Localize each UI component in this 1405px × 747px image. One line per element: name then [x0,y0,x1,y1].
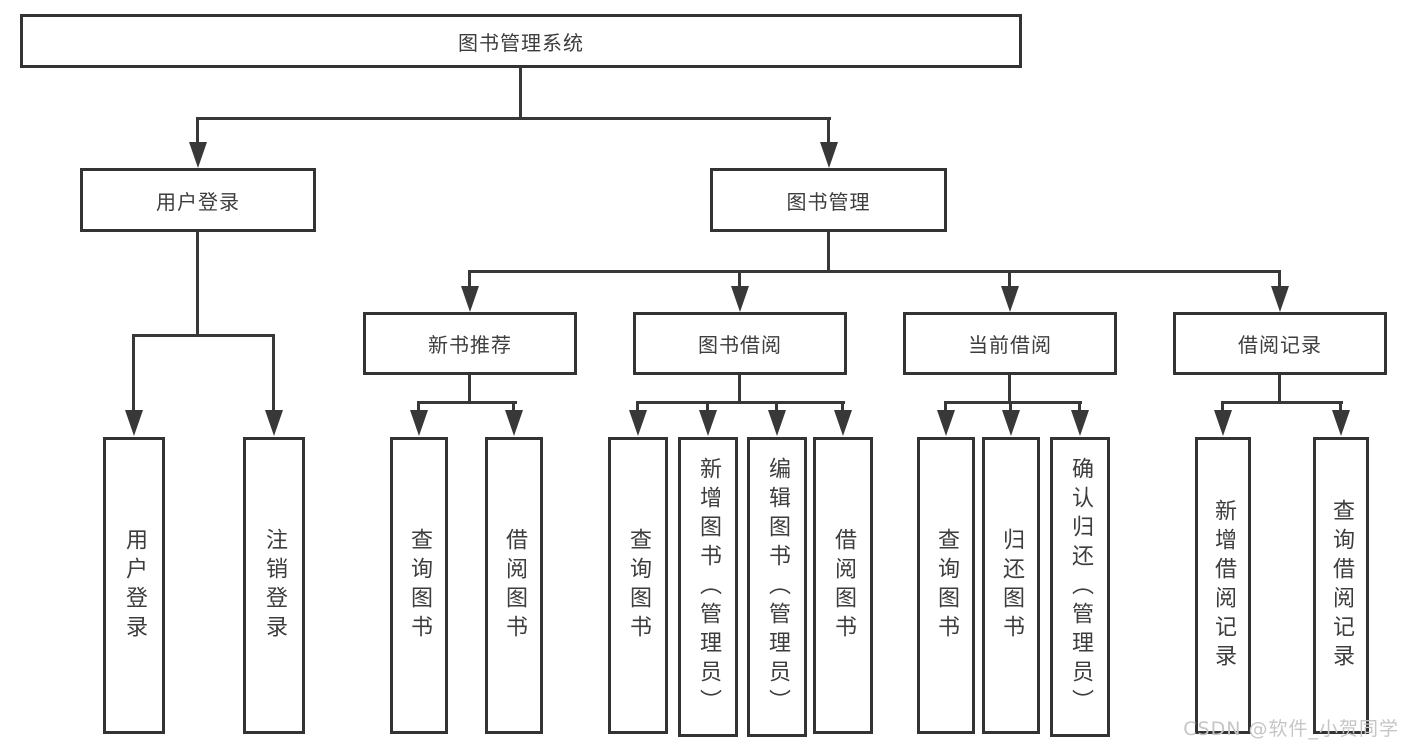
leaf-add-book-admin: 新增图书（管理员） [678,437,738,737]
edge-root-to-user-login [196,117,199,145]
edge-current-borrow-bar [944,401,1082,404]
edge-book-borrow-trunk [738,375,741,403]
edge-book-borrow-bar [636,401,845,404]
leaf-query-books-current-label: 查询图书 [934,527,959,644]
arrowhead-book-management [820,142,838,168]
leaf-query-books-recommend: 查询图书 [390,437,448,734]
arrowhead-leaf-edit-book-admin [768,410,786,436]
node-user-login: 用户登录 [80,168,316,232]
leaf-query-books-borrow-label: 查询图书 [626,527,651,644]
leaf-confirm-return-admin: 确认归还（管理员） [1050,437,1110,737]
edge-to-leaf-add-borrow-record [1221,401,1224,413]
edge-book-management-trunk [827,232,830,272]
arrowhead-leaf-query-books-borrow [629,410,647,436]
arrowhead-leaf-query-books-current [937,410,955,436]
leaf-return-books: 归还图书 [982,437,1040,734]
leaf-confirm-return-admin-label: 确认归还（管理员） [1068,456,1093,718]
arrowhead-leaf-borrow-books [834,410,852,436]
edge-borrow-records-trunk [1278,375,1281,403]
node-root: 图书管理系统 [20,14,1022,68]
node-new-book-recommend: 新书推荐 [363,312,577,375]
leaf-return-books-label: 归还图书 [999,527,1024,644]
arrowhead-book-borrow [731,286,749,312]
edge-to-leaf-confirm-return-admin [1078,401,1081,413]
leaf-logout-label: 注销登录 [262,527,287,644]
leaf-edit-book-admin: 编辑图书（管理员） [747,437,807,737]
leaf-logout: 注销登录 [243,437,305,734]
edge-to-leaf-add-book-admin [706,401,709,413]
leaf-query-books-recommend-label: 查询图书 [407,527,432,644]
arrowhead-leaf-query-books-recommend [410,410,428,436]
leaf-borrow-books-recommend-label: 借阅图书 [502,527,527,644]
edge-to-leaf-borrow-books [841,401,844,413]
edge-root-trunk [519,67,522,119]
node-new-book-recommend-label: 新书推荐 [428,333,512,357]
node-borrow-records: 借阅记录 [1173,312,1387,375]
arrowhead-leaf-borrow-books-recommend [505,410,523,436]
node-root-label: 图书管理系统 [458,30,584,55]
edge-root-to-book-management [827,117,830,145]
leaf-borrow-books-label: 借阅图书 [831,527,856,644]
arrowhead-borrow-records [1271,286,1289,312]
arrowhead-leaf-logout [265,410,283,436]
edge-new-book-recommend-trunk [468,375,471,403]
arrowhead-leaf-confirm-return-admin [1071,410,1089,436]
edge-new-book-recommend-bar [417,401,517,404]
edge-root-bar [196,117,831,120]
edge-to-leaf-query-borrow-record [1339,401,1342,413]
edge-to-leaf-borrow-books-recommend [512,401,515,413]
leaf-edit-book-admin-label: 编辑图书（管理员） [765,456,790,718]
edge-current-borrow-trunk [1008,375,1011,403]
node-current-borrow: 当前借阅 [903,312,1117,375]
leaf-add-borrow-record: 新增借阅记录 [1195,437,1251,734]
arrowhead-leaf-return-books [1002,410,1020,436]
node-book-management-label: 图书管理 [786,189,871,214]
edge-to-borrow-records [1278,270,1281,290]
node-book-borrow-label: 图书借阅 [698,333,782,357]
node-borrow-records-label: 借阅记录 [1238,333,1322,357]
leaf-query-borrow-record: 查询借阅记录 [1313,437,1369,734]
leaf-add-borrow-record-label: 新增借阅记录 [1211,498,1236,673]
arrowhead-current-borrow [1001,286,1019,312]
node-book-management: 图书管理 [710,168,947,232]
edge-to-current-borrow [1008,270,1011,290]
node-current-borrow-label: 当前借阅 [968,333,1052,357]
edge-user-login-bar [132,334,275,337]
leaf-query-books-borrow: 查询图书 [608,437,668,734]
edge-to-leaf-query-books-borrow [636,401,639,413]
leaf-query-borrow-record-label: 查询借阅记录 [1329,498,1354,673]
csdn-watermark: CSDN @软件_小贺同学 [1183,718,1399,740]
edge-to-leaf-edit-book-admin [775,401,778,413]
arrowhead-user-login [189,142,207,168]
edge-to-book-borrow [738,270,741,290]
arrowhead-leaf-user-login [125,410,143,436]
edge-to-leaf-query-books-current [944,401,947,413]
arrowhead-new-book-recommend [461,286,479,312]
leaf-add-book-admin-label: 新增图书（管理员） [696,456,721,718]
edge-to-leaf-user-login [132,334,135,414]
arrowhead-leaf-add-book-admin [699,410,717,436]
edge-borrow-records-bar [1221,401,1343,404]
arrowhead-leaf-query-borrow-record [1332,410,1350,436]
edge-to-leaf-logout [272,334,275,414]
edge-user-login-trunk [196,232,199,336]
edge-to-leaf-query-books-recommend [417,401,420,413]
arrowhead-leaf-add-borrow-record [1214,410,1232,436]
node-user-login-label: 用户登录 [156,189,240,214]
edge-to-leaf-return-books [1009,401,1012,413]
edge-to-new-book-recommend [468,270,471,290]
edge-book-management-bar [468,270,1281,273]
leaf-query-books-current: 查询图书 [917,437,975,734]
leaf-borrow-books-recommend: 借阅图书 [485,437,543,734]
leaf-borrow-books: 借阅图书 [813,437,873,734]
node-book-borrow: 图书借阅 [633,312,847,375]
leaf-user-login-label: 用户登录 [122,527,147,644]
leaf-user-login: 用户登录 [103,437,165,734]
